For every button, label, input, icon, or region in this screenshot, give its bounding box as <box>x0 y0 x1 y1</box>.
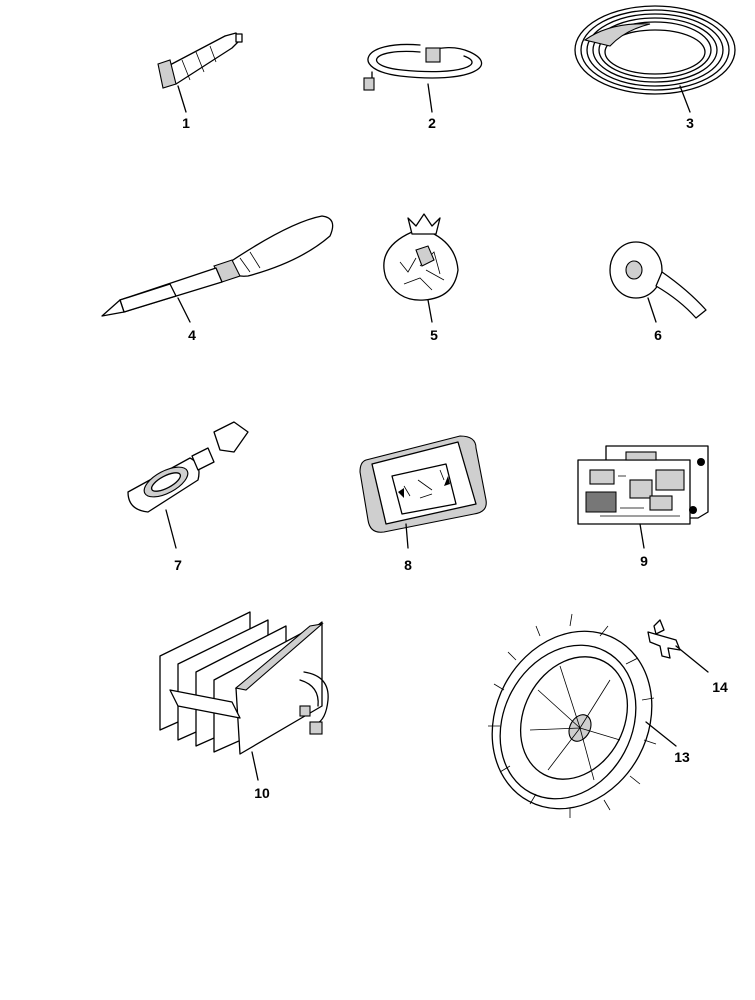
part-label-14: 14 <box>712 679 728 695</box>
boundary-wire-coil-illustration <box>574 5 736 113</box>
part-label-3: 3 <box>686 115 694 131</box>
part-label-13: 13 <box>674 749 690 765</box>
usb-stick-illustration <box>127 421 249 549</box>
part-label-2: 2 <box>428 115 436 131</box>
part-label-6: 6 <box>654 327 662 343</box>
drive-wheel-illustration <box>488 613 677 818</box>
part-label-10: 10 <box>254 785 270 801</box>
part-label-7: 7 <box>174 557 182 573</box>
control-panel-illustration <box>359 435 487 549</box>
part-label-1: 1 <box>182 115 190 131</box>
part-label-9: 9 <box>640 553 648 569</box>
part-label-4: 4 <box>188 327 196 343</box>
clip-illustration <box>647 619 709 673</box>
tape-roll-illustration <box>609 241 707 323</box>
screwdriver-illustration <box>101 215 334 323</box>
grease-tube-illustration <box>157 32 243 113</box>
heat-sink-illustration <box>159 611 329 781</box>
fastener-bag-illustration <box>383 213 459 323</box>
circuit-board-illustration <box>577 445 709 549</box>
part-label-8: 8 <box>404 557 412 573</box>
part-label-5: 5 <box>430 327 438 343</box>
wiring-cable-illustration <box>363 43 483 113</box>
